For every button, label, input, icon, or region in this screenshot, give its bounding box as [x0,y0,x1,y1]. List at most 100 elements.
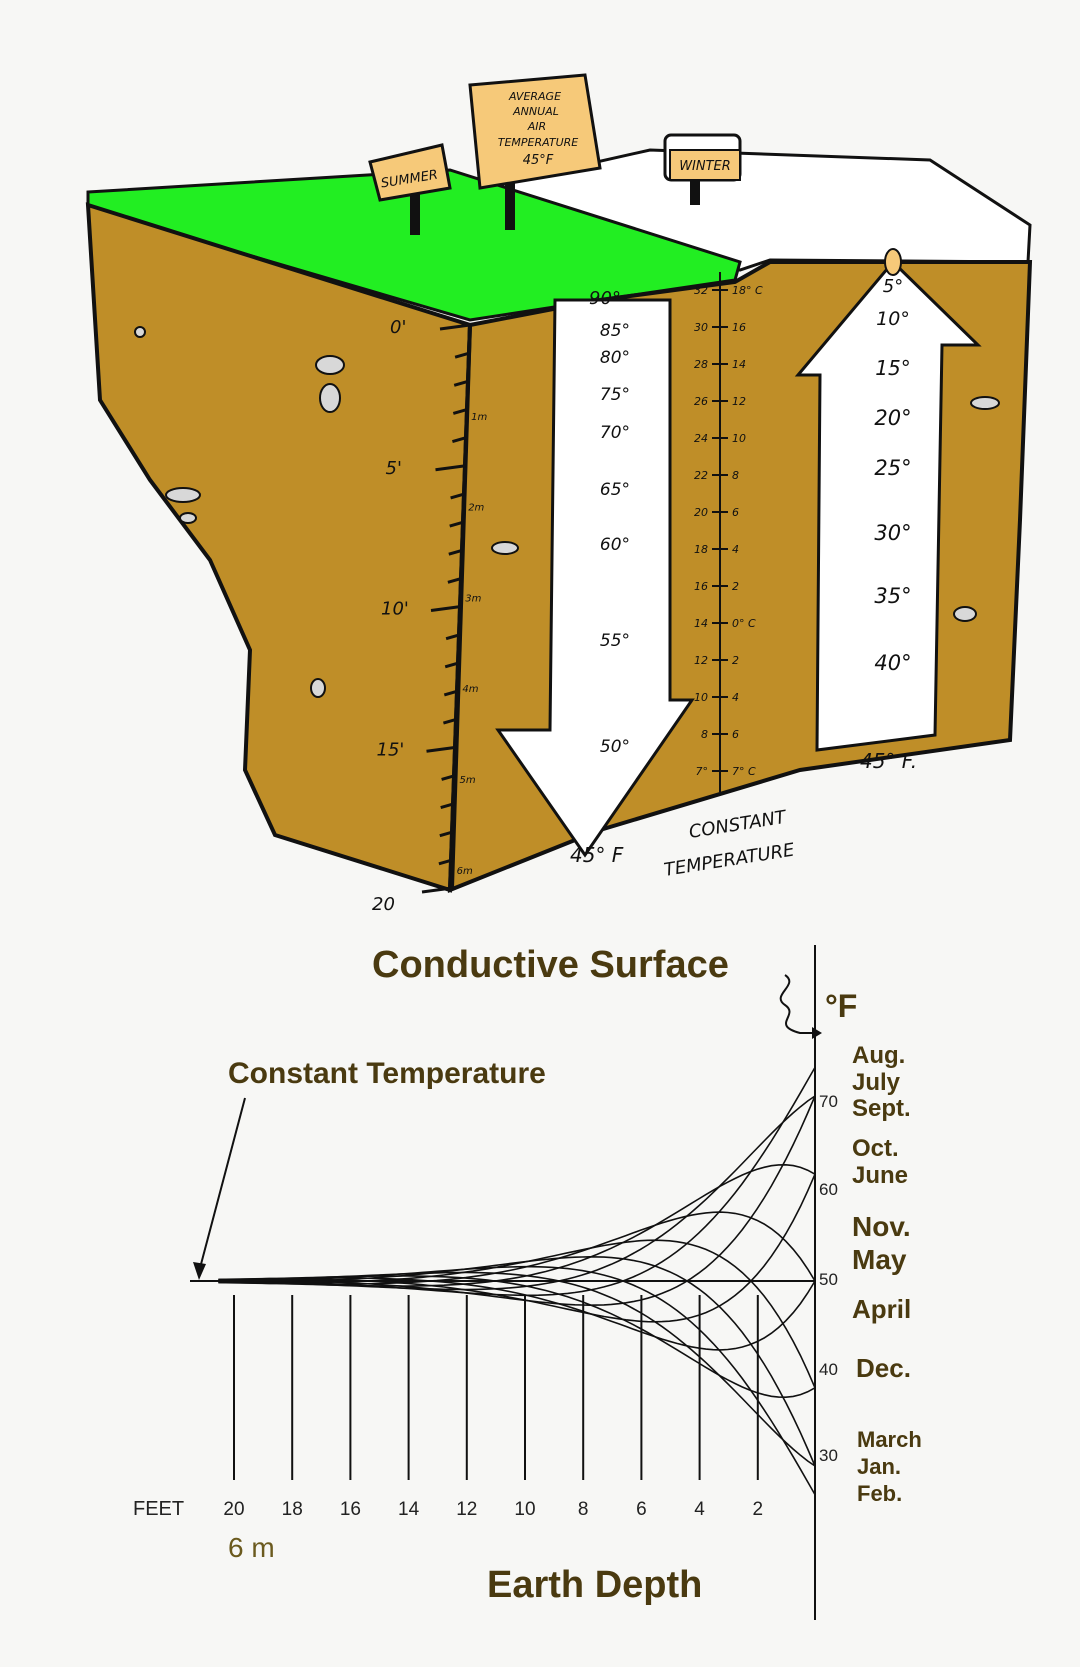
winter-temperature: 30° [874,521,911,545]
thermometer-c-label: 0° C [732,617,756,630]
summer-temperature: 90° [589,288,621,309]
constant-pointer-head [193,1262,206,1280]
depth-tick-label: 14 [398,1499,420,1520]
month-label: Nov. [852,1211,911,1242]
thermometer-f-label: 24 [694,432,708,445]
thermometer-c-label: 18° C [732,284,763,297]
depth-tick [452,408,468,415]
winter-temperature: 35° [874,584,911,608]
month-label: June [852,1162,908,1189]
depth-tick [448,548,464,556]
summer-bottom-temp: 45° F [570,843,624,867]
depth-tick [447,576,463,584]
depth-label-feet: 10' [381,599,409,620]
thermometer-c-label: 4 [732,543,739,556]
monthly-curve [218,1211,816,1285]
monthly-curve [218,1163,816,1287]
depth-tick [440,802,456,809]
depth-tick [438,858,454,866]
surface-pointer [779,974,812,1034]
thermometer-c-label: 12 [732,395,746,408]
month-label: July [852,1069,901,1096]
thermometer-c-label: 2 [732,580,739,593]
month-label: Feb. [857,1481,902,1506]
thermometer-f-label: 30 [694,321,708,334]
temperature-profile-chart: Conductive Surface °F Constant Temperatu… [133,944,922,1620]
depth-tick [450,492,466,500]
month-label: May [852,1244,907,1275]
depth-label-feet: 15' [377,739,405,760]
sign-45f: 45°F [523,153,554,168]
winter-temperature: 20° [874,406,911,430]
month-label: Sept. [852,1095,911,1122]
summer-temperature: 65° [600,480,630,500]
depth-label-feet: 0' [390,317,406,338]
thermometer-f-label: 16 [694,580,708,593]
thermometer-f-label: 18 [694,543,708,556]
sign-temperature: TEMPERATURE [498,136,579,149]
monthly-curve [218,1255,816,1467]
monthly-curve [218,1275,816,1399]
month-label: March [857,1427,922,1452]
depth-tick [439,323,471,331]
thermometer-f-label: 26 [694,395,708,408]
depth-label-feet: 20 [372,894,395,915]
winter-temperature: 40° [874,651,911,675]
summer-temperature: 55° [600,631,630,651]
summer-sign: SUMMER [368,143,452,235]
summer-temperature: 85° [600,321,630,341]
monthly-temperature-curves [218,1067,816,1495]
month-label: Oct. [852,1135,899,1162]
depth-tick-label: 2 [753,1499,764,1520]
month-labels: Aug.JulySept.Oct.JuneNov.MayAprilDec.Mar… [852,1042,922,1506]
thermometer-f-label: 8 [701,728,708,741]
depth-label-feet: 5' [386,458,402,479]
temperature-tick-label: 50 [819,1270,838,1289]
temperature-tick-label: 60 [819,1180,838,1199]
depth-labels-feet: 0' 5' 10' 15' 20 [372,317,409,915]
depth-tick [453,379,469,387]
thermometer-c-label: 7° C [732,765,756,778]
unit-label: °F [825,988,857,1024]
summer-arrow-temperatures: 90°85°80°75°70°65°60°55°50° [589,288,630,757]
soil-front-face [85,202,473,893]
month-label: Dec. [856,1353,911,1383]
depth-tick-label: 12 [456,1499,477,1520]
depth-tick [443,689,459,697]
winter-temperature: 5° [883,276,903,297]
thermometer-f-label: 14 [694,617,708,630]
depth-tick [451,436,467,444]
depth-tick [435,464,466,472]
thermometer-c-label: 14 [732,358,746,371]
constant-pointer [199,1097,246,1269]
thermometer-f-label: 10 [694,691,708,704]
depth-tick [454,351,470,359]
depth-tick [444,661,460,669]
pebbles [134,326,1000,698]
sign-average: AVERAGE [508,90,561,103]
monthly-curve [218,1277,816,1351]
chart-title: Conductive Surface [372,944,729,986]
x-axis-title: Earth Depth [487,1564,702,1606]
earth-block-diagram: SUMMER AVERAGE ANNUAL AIR TEMPERATURE 45… [85,73,1033,915]
summer-temperature: 75° [600,385,630,405]
thermometer-c-label: 10 [732,432,746,445]
thermometer-f-label: 28 [694,358,708,371]
summer-temperature: 50° [600,737,630,757]
depth-tick [430,605,462,612]
depth-tick [445,633,461,641]
depth-label-meters: 6m [457,866,473,877]
depth-tick-label: 6 [636,1499,647,1520]
thermometer-f-label: 32 [694,284,708,297]
depth-tick [426,745,457,753]
thermometer-c-label: 8 [732,469,739,482]
depth-ruler-ticks [421,323,471,894]
thermometer-f-label: 22 [694,469,708,482]
depth-tick-label: 18 [282,1499,303,1520]
depth-label-meters: 2m [468,503,484,514]
winter-temperature: 15° [875,356,910,380]
